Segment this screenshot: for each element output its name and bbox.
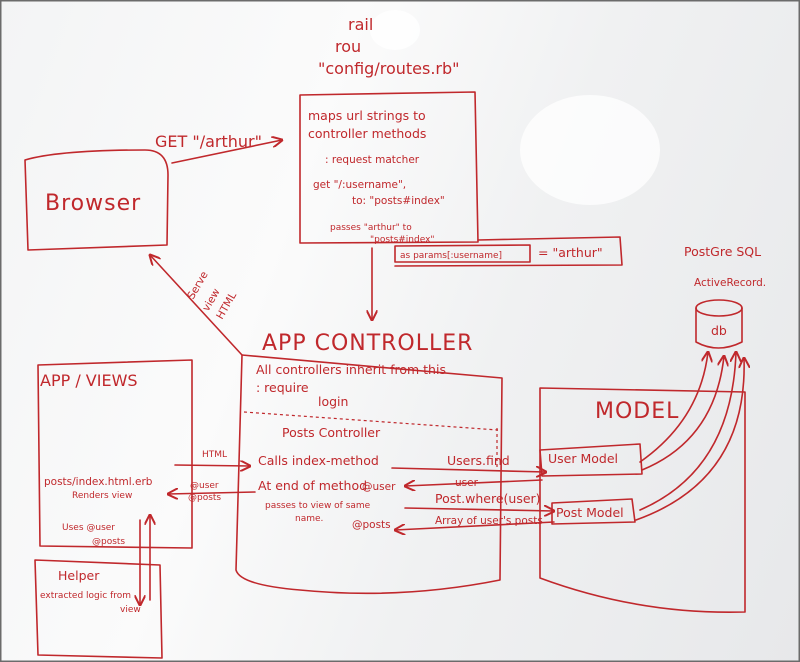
controller-end-2: passes to view of same (265, 501, 371, 511)
helper-box (34, 559, 163, 659)
browser-box (24, 149, 169, 251)
views-uses-2: @posts (92, 537, 125, 547)
model-title: MODEL (595, 399, 679, 424)
model-box (539, 387, 746, 614)
db-cylinder-label: db (711, 323, 727, 338)
routes-to-line: to: "posts#index" (352, 195, 445, 207)
html-arrow (174, 465, 250, 466)
routes-box (299, 91, 479, 244)
routes-passes-2: "posts#index" (370, 235, 435, 245)
db-to-post-model-arrow (635, 358, 744, 521)
html-label: HTML (202, 450, 227, 460)
get-request-arrow (171, 140, 282, 164)
user-model-to-db-arrow (639, 352, 708, 463)
routes-passes-1: passes "arthur" to (330, 223, 412, 233)
db-label-1: PostGre SQL (684, 244, 761, 259)
views-vars-1: @user (190, 481, 219, 491)
routes-title-2: rou (335, 37, 361, 56)
views-renders: Renders view (72, 491, 132, 501)
post-model-label: Post Model (556, 505, 624, 520)
views-title: APP / VIEWS (40, 371, 138, 390)
post-where-arrow (404, 508, 554, 511)
users-find-arrow (391, 468, 546, 472)
serve-view-arrow (150, 255, 243, 356)
views-file: posts/index.html.erb (44, 476, 153, 488)
controller-end-1: At end of method (258, 478, 367, 493)
views-vars-2: @posts (188, 493, 221, 503)
light-glare-top (370, 10, 420, 50)
array-arrow (395, 521, 555, 530)
users-find-label: Users.find (447, 453, 510, 468)
params-outline (394, 236, 623, 267)
posts-controller-title: Posts Controller (282, 425, 381, 440)
views-uses-1: Uses @user (62, 523, 115, 533)
controller-box (235, 354, 503, 595)
get-request-label: GET "/arthur" (155, 132, 262, 151)
browser-label: Browser (45, 191, 141, 216)
controller-inherit-1: All controllers inherit from this (256, 362, 446, 377)
routes-request-matcher: : request matcher (325, 154, 420, 166)
controller-divider (243, 411, 499, 431)
helper-line-1: extracted logic from (40, 591, 131, 601)
routes-params: as params[:username] (400, 251, 502, 261)
db-cylinder-icon (695, 299, 743, 349)
light-glare (520, 95, 660, 205)
post-model-box (551, 498, 636, 525)
controller-posts-var: @posts (352, 519, 391, 531)
controller-title: APP CONTROLLER (262, 331, 473, 356)
helper-line-2: view (120, 605, 141, 615)
db-to-user-model-arrow (641, 356, 724, 471)
routes-desc-1: maps url strings to (308, 108, 426, 123)
post-model-to-db-arrow (639, 352, 736, 511)
vars-to-view-arrow (168, 492, 256, 494)
controller-user-var: @user (362, 481, 396, 493)
routes-title-1: rail (348, 15, 373, 34)
user-model-label: User Model (548, 451, 618, 466)
user-return-arrow (405, 479, 543, 486)
routes-get-line: get "/:username", (313, 179, 406, 191)
routes-desc-2: controller methods (308, 126, 426, 141)
views-box (37, 359, 193, 549)
controller-calls: Calls index-method (258, 453, 379, 468)
controller-inherit-3: login (318, 394, 348, 409)
params-box (394, 244, 531, 263)
controller-inherit-2: : require (256, 380, 309, 395)
post-where-label: Post.where(user) (435, 491, 541, 506)
routes-params-value: = "arthur" (538, 245, 603, 260)
db-label-2: ActiveRecord. (694, 277, 766, 289)
routes-title-3: "config/routes.rb" (318, 59, 460, 78)
helper-title: Helper (58, 568, 100, 583)
controller-end-3: name. (295, 514, 323, 524)
